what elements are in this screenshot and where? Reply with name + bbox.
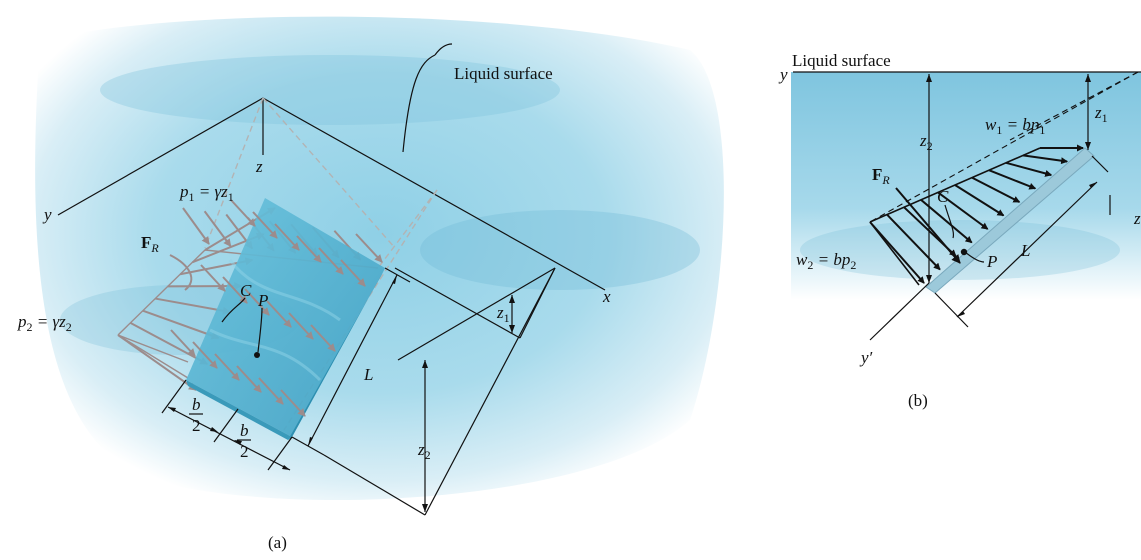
b-half-label-2: b 2 [237,421,251,461]
axis-x-label-a: x [602,287,611,306]
length-label-a: L [363,365,373,384]
p1-label-a: p1 = γz1 [179,182,234,204]
load-arrow [988,169,1037,190]
pressure-arrow-front [200,264,226,292]
w1-label-b: w1 = bp1 [985,115,1045,137]
load-arrow [1022,154,1069,165]
load-arrow [954,184,1005,217]
yprime-axis-b [869,282,930,341]
z2-label-a: z2 [417,440,431,462]
pressure-center-label-b: P [986,252,997,271]
pressure-arrow-front [222,276,248,304]
pressure-arrow-front [192,341,218,369]
w2-label-b: w2 = bp2 [796,250,856,272]
liquid-surface-label-a: Liquid surface [454,64,553,83]
pressure-arrow-top [182,207,210,245]
pressure-center-label-a: P [257,291,268,310]
fr-label-b: FR [872,165,890,187]
pressure-arrow-front [340,259,366,287]
svg-text:2: 2 [240,442,249,461]
axis-yprime-label-b: y′ [859,348,873,367]
load-arrow [869,221,925,284]
resultant-force-arrow-b [895,187,961,264]
fr-label-a: FR [141,233,159,255]
load-arrows-b [869,144,1084,284]
pressure-arrow-front [258,377,284,405]
svg-text:b: b [192,395,201,414]
b-half-label-1: b 2 [189,395,203,435]
pressure-arrow-front [252,211,278,239]
pressure-arrow-left [129,321,209,365]
load-arrow [937,191,989,230]
z1-label-b: z1 [1094,103,1108,125]
axis-z-label-b: z [1133,209,1141,228]
dimension-L-b [956,181,1098,318]
length-label-b: L [1020,241,1030,260]
pressure-arrow-front [274,223,300,251]
z1-label-a: z1 [496,303,510,325]
pressure-arrow-top [203,210,232,248]
svg-text:b: b [240,421,249,440]
pressure-arrow-front [244,288,270,316]
pressure-arrows-a-front [170,199,366,417]
p2-label-a: p2 = γz2 [17,312,72,334]
pressure-arrow-front [280,389,306,417]
load-arrow [886,213,941,271]
axis-y-label-a: y [42,205,52,224]
pressure-arrow-left [117,334,197,391]
centroid-label-b: C [937,187,949,206]
pressure-arrow-front [310,324,336,352]
pressure-arrow-front [236,365,262,393]
liquid-surface-label-b: Liquid surface [792,51,891,70]
pressure-arrow-front [318,247,344,275]
axis-y-label-b: y [778,65,788,84]
z2-label-b: z2 [919,131,933,153]
axis-z-label-a: z [255,157,263,176]
pressure-arrow-front [230,199,256,227]
pressure-arrow-left [142,309,220,340]
pressure-arrow-front [288,312,314,340]
caption-b: (b) [908,391,928,410]
dimension-L-a [307,274,398,447]
pressure-arrow-front [214,353,240,381]
centroid-label-a: C [240,281,252,300]
figure-b: Liquid surface y z y′ w1 = bp1 w2 = bp2 … [778,51,1141,410]
pressure-arrow-front [170,329,196,357]
pressure-arrow-front [296,235,322,263]
load-arrow [971,176,1021,203]
pressure-arrow-front [266,300,292,328]
pressure-arrow-top [355,233,383,263]
figure-a: Liquid surface x y z p1 = γz1 p2 = γz2 F… [17,16,724,552]
svg-text:2: 2 [192,416,201,435]
caption-a: (a) [268,533,287,552]
load-arrow [1005,161,1053,177]
y-axis-a [57,97,264,216]
